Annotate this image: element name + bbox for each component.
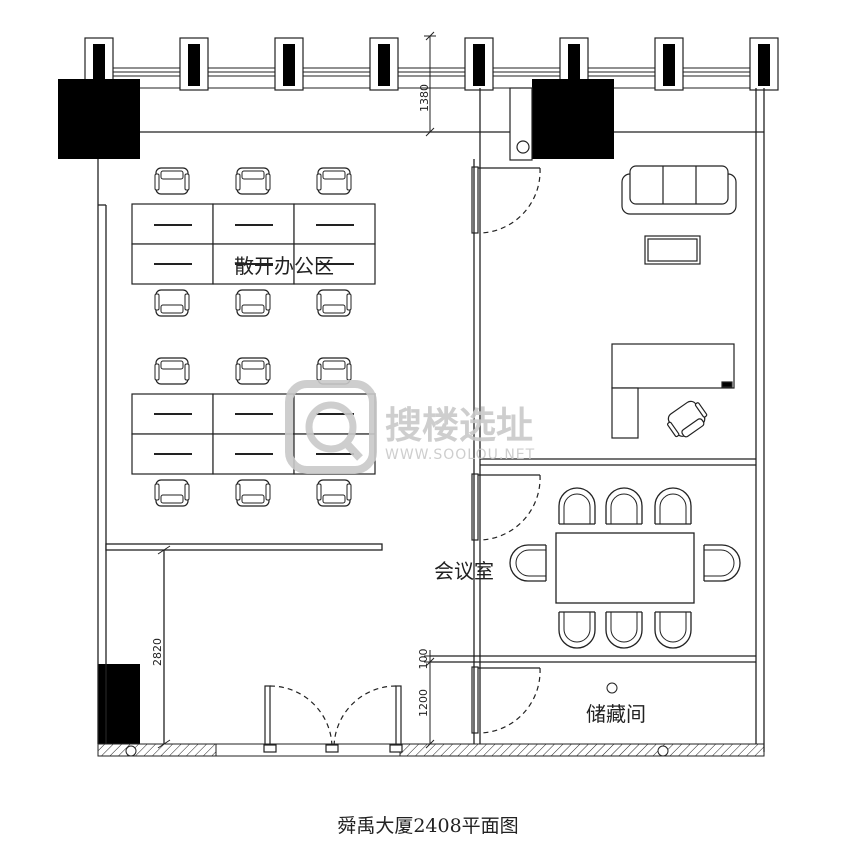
bottom-wall (97, 743, 765, 757)
plan-title: 舜禹大厦2408平面图 (337, 815, 518, 837)
room-label-open-office: 散开办公区 (234, 254, 334, 278)
dimension-window-depth: 1380 (418, 84, 431, 112)
storage-marker (606, 682, 618, 694)
column-bottom-left (98, 664, 140, 744)
shaft (509, 87, 533, 161)
meeting-room-furniture (509, 487, 741, 649)
desk-cluster-upper (131, 167, 376, 317)
dimension-storage-depth: 1200 (417, 689, 430, 717)
watermark: 搜楼选址 WWW.SOOLOU.NET (285, 380, 535, 474)
watermark-url: WWW.SOOLOU.NET (385, 447, 535, 463)
walls (97, 88, 765, 752)
column-top-right (532, 79, 614, 159)
watermark-brand: 搜楼选址 (385, 404, 533, 447)
dimension-lines (157, 31, 436, 749)
column-top-left (58, 79, 140, 159)
room-label-meeting-room: 会议室 (434, 559, 494, 583)
room-label-storage: 储藏间 (586, 702, 646, 726)
doors (263, 166, 541, 753)
structural-columns (58, 79, 614, 744)
window-wall (84, 37, 779, 91)
dimension-corridor-length: 2820 (151, 638, 164, 666)
watermark-logo-icon (285, 380, 377, 474)
dimension-partition-gap: 100 (417, 649, 430, 670)
manager-office-furniture (611, 165, 737, 439)
